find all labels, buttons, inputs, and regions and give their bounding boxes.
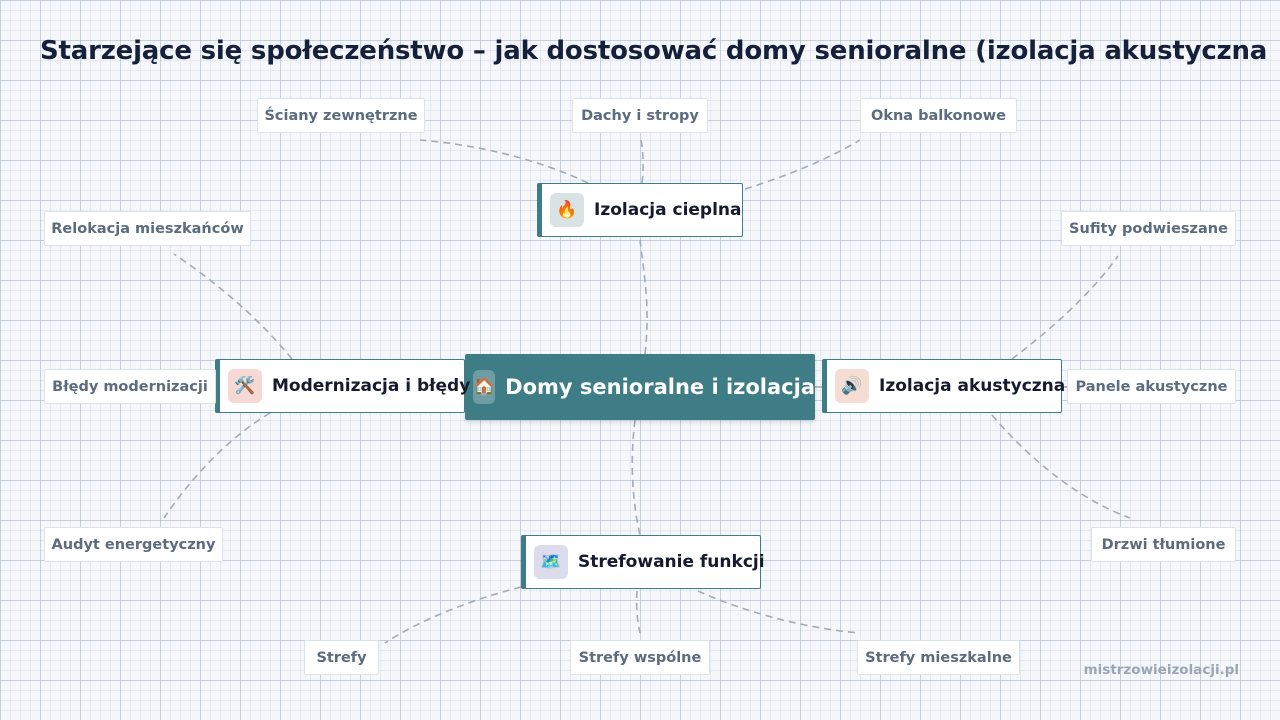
leaf-sufity-podwieszane[interactable]: Sufity podwieszane — [1061, 211, 1236, 246]
branch-modernizacja-i-bledy[interactable]: 🛠️ Modernizacja i błędy — [215, 359, 470, 413]
link-modernizacja-audyt-energetyczny — [163, 412, 271, 519]
link-cieplna-okna-balkonowe — [744, 139, 861, 190]
branch-label: Strefowanie funkcji — [578, 552, 765, 572]
leaf-okna-balkonowe[interactable]: Okna balkonowe — [860, 98, 1017, 133]
link-akustyczna-sufity-podwieszane — [1011, 255, 1119, 360]
leaf-audyt-energetyczny[interactable]: Audyt energetyczny — [44, 527, 223, 562]
link-center-izolacja-cieplna — [639, 239, 648, 355]
leaf-dachy-i-stropy[interactable]: Dachy i stropy — [572, 98, 708, 133]
link-modernizacja-relokacja-mieszkancow — [173, 253, 293, 360]
branch-izolacja-akustyczna[interactable]: 🔊 Izolacja akustyczna — [822, 359, 1066, 413]
link-strefowanie-strefy-mieszkalne — [697, 590, 861, 634]
leaf-relokacja-mieszkancow[interactable]: Relokacja mieszkańców — [44, 211, 251, 246]
branch-label: Izolacja akustyczna — [879, 376, 1066, 396]
leaf-bledy-modernizacji[interactable]: Błędy modernizacji — [44, 369, 216, 404]
link-strefowanie-strefy — [384, 586, 522, 644]
page-title: Starzejące się społeczeństwo – jak dosto… — [40, 36, 1268, 66]
leaf-drzwi-tlumione[interactable]: Drzwi tłumione — [1091, 527, 1236, 562]
link-center-strefowanie-funkcji — [631, 419, 641, 536]
link-akustyczna-drzwi-tlumione — [991, 414, 1131, 519]
house-icon: 🏠 — [473, 370, 496, 404]
leaf-strefy[interactable]: Strefy — [304, 640, 379, 675]
branch-strefowanie-funkcji[interactable]: 🗺️ Strefowanie funkcji — [521, 535, 765, 589]
leaf-sciany-zewnetrzne[interactable]: Ściany zewnętrzne — [257, 98, 425, 133]
fire-icon: 🔥 — [550, 193, 584, 227]
tools-icon: 🛠️ — [228, 369, 262, 403]
speaker-icon: 🔊 — [835, 369, 869, 403]
leaf-strefy-mieszkalne[interactable]: Strefy mieszkalne — [857, 640, 1020, 675]
link-cieplna-dachy-i-stropy — [640, 139, 644, 184]
branch-label: Modernizacja i błędy — [272, 376, 471, 396]
branch-izolacja-cieplna[interactable]: 🔥 Izolacja cieplna — [537, 183, 743, 237]
central-topic-node[interactable]: 🏠 Domy senioralne i izolacja — [465, 354, 815, 420]
leaf-strefy-wspolne[interactable]: Strefy wspólne — [570, 640, 710, 675]
link-strefowanie-strefy-wspolne — [635, 590, 641, 634]
link-cieplna-sciany-zewnetrzne — [419, 139, 589, 184]
central-topic-label: Domy senioralne i izolacja — [505, 375, 815, 399]
map-icon: 🗺️ — [534, 545, 568, 579]
footer-watermark: mistrzowieizolacji.pl — [1083, 662, 1239, 678]
branch-label: Izolacja cieplna — [594, 200, 742, 220]
leaf-panele-akustyczne[interactable]: Panele akustyczne — [1067, 369, 1236, 404]
